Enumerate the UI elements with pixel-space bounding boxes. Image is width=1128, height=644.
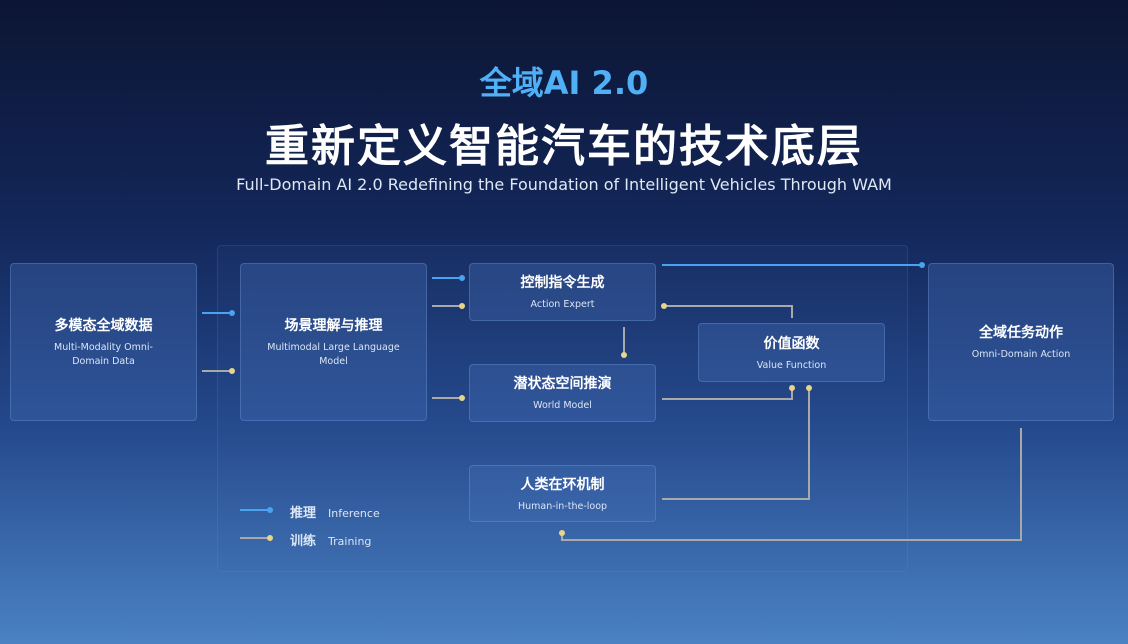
node-title: 场景理解与推理 xyxy=(284,318,383,334)
node-subtitle: Omni-Domain Action xyxy=(971,349,1071,360)
node-multimodal-data: 多模态全域数据 Multi-Modality Omni-Domain Data xyxy=(10,263,197,421)
node-action-expert: 控制指令生成 Action Expert xyxy=(469,263,656,321)
arrow-world-to-value xyxy=(662,390,793,400)
node-subtitle: Multimodal Large Language Model xyxy=(267,342,400,367)
node-title: 潜状态空间推演 xyxy=(513,376,612,392)
title-top: 全域AI 2.0 xyxy=(479,64,649,102)
node-title: 全域任务动作 xyxy=(979,325,1063,341)
node-subtitle: Value Function xyxy=(756,359,827,371)
legend-training-cn: 训练 xyxy=(290,534,317,549)
pipeline-container xyxy=(217,245,908,572)
node-title: 人类在环机制 xyxy=(520,476,605,493)
node-title: 多模态全域数据 xyxy=(54,318,153,334)
node-title: 控制指令生成 xyxy=(520,275,605,291)
legend-inference-cn: 推理 xyxy=(290,506,317,521)
training-arrows xyxy=(202,305,1022,541)
node-subtitle: Human-in-the-loop xyxy=(517,500,608,512)
arrow-omni-to-human xyxy=(561,428,1022,541)
node-value-function: 价值函数 Value Function xyxy=(698,323,885,382)
node-human-in-the-loop: 人类在环机制 Human-in-the-loop xyxy=(469,465,656,522)
legend-training-en: Training xyxy=(328,535,372,548)
node-scene-understanding: 场景理解与推理 Multimodal Large Language Model xyxy=(240,263,427,421)
subtitle: Full-Domain AI 2.0 Redefining the Founda… xyxy=(236,175,892,194)
node-title: 价值函数 xyxy=(763,335,820,352)
arrow-dots xyxy=(229,262,925,541)
arrow-value-to-action xyxy=(666,305,793,318)
legend-training: 训练 Training xyxy=(290,530,371,549)
node-subtitle: World Model xyxy=(533,400,592,411)
node-subtitle: Action Expert xyxy=(530,299,595,310)
title-main: 重新定义智能汽车的技术底层 xyxy=(265,121,863,172)
node-omni-domain-action: 全域任务动作 Omni-Domain Action xyxy=(928,263,1114,421)
inference-arrows xyxy=(202,264,920,511)
legend-inference-en: Inference xyxy=(328,507,380,520)
node-subtitle: Multi-Modality Omni-Domain Data xyxy=(54,342,153,367)
node-world-model: 潜状态空间推演 World Model xyxy=(469,364,656,422)
legend-inference: 推理 Inference xyxy=(290,502,380,521)
arrow-human-to-value xyxy=(662,390,810,500)
